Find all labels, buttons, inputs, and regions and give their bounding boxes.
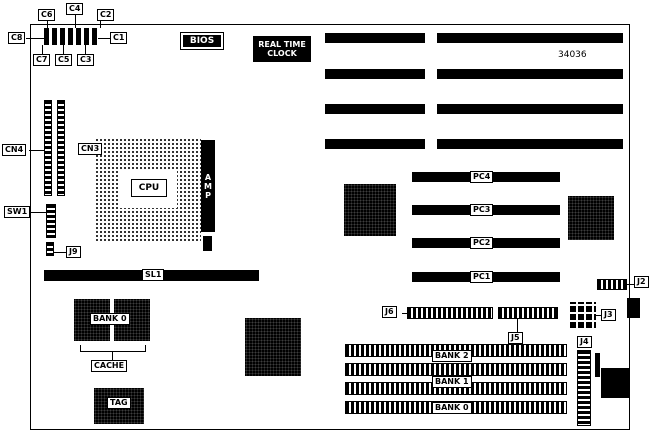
leader-line [42, 45, 43, 54]
rtc-line1: REAL TIME [258, 40, 306, 49]
leader-line [112, 352, 113, 360]
cn4-connector [57, 100, 65, 196]
label-cache: CACHE [91, 360, 128, 372]
chipset-chip [245, 318, 301, 376]
isa-slot [437, 139, 623, 149]
amp-regulator: AMP [201, 140, 215, 232]
leader-line [100, 21, 101, 28]
capacitor [76, 28, 81, 45]
simm-slot [345, 363, 567, 376]
label-c3: C3 [77, 54, 95, 66]
label-cache-bank0: BANK 0 [90, 313, 130, 325]
label-pc4: PC4 [470, 171, 494, 183]
label-pc2: PC2 [470, 237, 494, 249]
label-j3: J3 [601, 309, 616, 321]
label-bank2: BANK 2 [432, 350, 472, 362]
label-bank1: BANK 1 [432, 376, 472, 388]
label-pc3: PC3 [470, 204, 494, 216]
label-sw1: SW1 [4, 206, 31, 218]
board-outline [30, 24, 630, 430]
label-sl1: SL1 [142, 269, 165, 281]
chipset-chip [344, 184, 396, 236]
rtc-line2: CLOCK [267, 49, 297, 58]
label-c6: C6 [38, 9, 56, 21]
label-j2: J2 [634, 276, 649, 288]
label-pc1: PC1 [470, 271, 494, 283]
label-j5: J5 [508, 332, 523, 344]
cpu-label: CPU [131, 179, 167, 197]
label-c7: C7 [33, 54, 51, 66]
label-c4: C4 [66, 3, 84, 15]
isa-slot [325, 69, 425, 79]
leader-line [627, 284, 634, 285]
cache-brace [80, 345, 146, 352]
label-j4: J4 [577, 336, 592, 348]
cpu-socket [95, 138, 201, 242]
j9-jumper [46, 242, 54, 256]
label-c8: C8 [8, 32, 26, 44]
rtc-chip: REAL TIME CLOCK [253, 36, 311, 62]
edge-connector [601, 368, 629, 398]
label-bank0: BANK 0 [432, 402, 472, 414]
label-cn3: CN3 [78, 143, 103, 155]
j4-sub-component [595, 353, 600, 377]
capacitor [60, 28, 65, 45]
isa-slot [437, 69, 623, 79]
leader-line [98, 38, 110, 39]
j3-header [570, 302, 596, 328]
amp-label: AMP [203, 172, 213, 200]
label-tag: TAG [107, 397, 131, 409]
leader-line [517, 319, 518, 332]
io-chip [568, 196, 614, 240]
leader-line [75, 15, 76, 28]
label-j9: J9 [66, 246, 81, 258]
amp-sub-component [203, 236, 212, 251]
label-c1: C1 [110, 32, 128, 44]
capacitor [52, 28, 57, 45]
leader-line [30, 212, 46, 213]
bios-chip: BIOS [183, 35, 221, 47]
j4-header [577, 350, 591, 426]
isa-slot [437, 104, 623, 114]
leader-line [85, 45, 86, 54]
leader-line [29, 150, 44, 151]
sw1-switch [46, 204, 56, 238]
leader-line [596, 315, 601, 316]
bios-socket: BIOS [180, 32, 224, 50]
j2-header [597, 279, 627, 290]
leader-line [54, 252, 66, 253]
leader-line [26, 38, 44, 39]
label-cn4: CN4 [2, 144, 27, 156]
j6-header [407, 307, 493, 319]
isa-slot [325, 139, 425, 149]
isa-slot [325, 104, 425, 114]
label-c5: C5 [55, 54, 73, 66]
leader-line [47, 21, 48, 28]
capacitor [84, 28, 89, 45]
capacitor [44, 28, 49, 45]
isa-slot [437, 33, 623, 43]
leader-line [402, 313, 407, 314]
leader-line [63, 45, 64, 54]
isa-slot [325, 33, 425, 43]
edge-connector [627, 298, 640, 318]
label-c2: C2 [97, 9, 115, 21]
part-number: 34036 [558, 50, 587, 60]
label-j6: J6 [382, 306, 397, 318]
cn4-connector [44, 100, 52, 196]
capacitor [68, 28, 73, 45]
j5-header [498, 307, 558, 319]
capacitor [92, 28, 97, 45]
